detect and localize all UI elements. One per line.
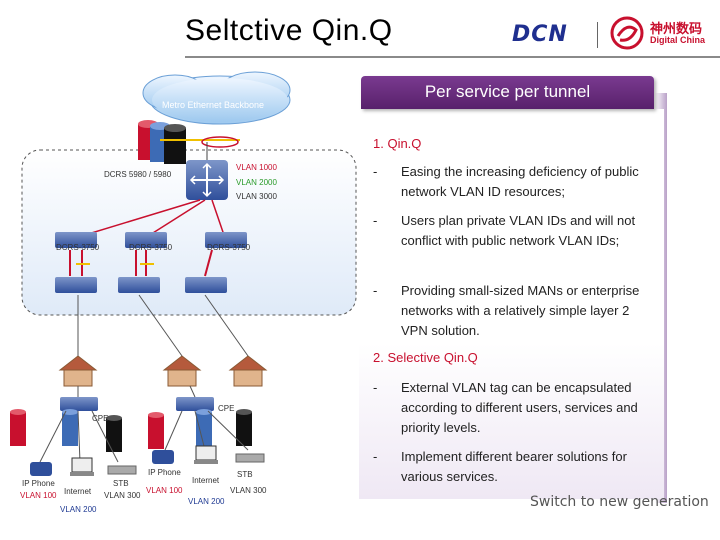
network-diagram xyxy=(10,71,357,476)
backbone-label: Metro Ethernet Backbone xyxy=(162,100,265,110)
edge-switch-icon xyxy=(55,277,227,293)
vlan-tag: VLAN 1000 xyxy=(236,163,277,172)
logo-separator xyxy=(597,22,598,48)
section2-bullet-1: External VLAN tag can be encapsulated ac… xyxy=(401,380,638,435)
bullet-dash: - xyxy=(373,380,378,395)
dcn-logo-text: DCN xyxy=(512,22,568,47)
logo-english-text: Digital China xyxy=(650,35,706,45)
section1-heading: 1. Qin.Q xyxy=(373,136,422,151)
bullet-dash: - xyxy=(373,283,378,298)
ip-phone-icon xyxy=(30,450,174,476)
cpe-label: CPE xyxy=(92,414,109,423)
internet-label: Internet xyxy=(192,476,220,485)
panel-tab: Per service per tunnel xyxy=(361,76,654,109)
section1-bullet-2: Users plan private VLAN IDs and will not… xyxy=(401,213,636,248)
panel-tab-label: Per service per tunnel xyxy=(424,82,591,101)
section1-bullet-1: Easing the increasing deficiency of publ… xyxy=(401,164,639,199)
tunnel-cylinders xyxy=(138,120,186,164)
access-switch-label: DCRS-3750 xyxy=(129,243,173,252)
core-switch-label: DCRS 5980 / 5980 xyxy=(104,170,172,179)
cpe-label: CPE xyxy=(218,404,235,413)
ip-phone-label: IP Phone xyxy=(148,468,181,477)
stb-icon xyxy=(107,453,265,475)
digital-china-logo-icon xyxy=(610,16,644,50)
stb-label: STB xyxy=(113,479,129,488)
vlan300-label: VLAN 300 xyxy=(230,486,267,495)
internet-label: Internet xyxy=(64,487,92,496)
access-switch-icon xyxy=(55,232,247,248)
vlan300-label: VLAN 300 xyxy=(104,491,141,500)
section2-heading: 2. Selective Qin.Q xyxy=(373,350,478,365)
page-title: Seltctive Qin.Q xyxy=(185,14,393,47)
vlan100-label: VLAN 100 xyxy=(146,486,183,495)
house-icon xyxy=(58,355,268,387)
section2-bullet-2: Implement different bearer solutions for… xyxy=(401,449,627,484)
ip-phone-label: IP Phone xyxy=(22,479,55,488)
vlan200-label: VLAN 200 xyxy=(60,505,97,514)
computer-icon xyxy=(70,445,218,476)
core-switch-icon xyxy=(186,160,228,200)
bullet-dash: - xyxy=(373,213,378,228)
bullet-dash: - xyxy=(373,164,378,179)
access-switch-label: DCRS-3750 xyxy=(207,243,251,252)
content-panel xyxy=(359,109,664,499)
access-switch-label: DCRS-3750 xyxy=(56,243,100,252)
title-underline xyxy=(185,56,720,58)
logo-chinese-text: 神州数码 xyxy=(650,22,703,37)
vlan-tag: VLAN 2000 xyxy=(236,178,277,187)
stb-label: STB xyxy=(237,470,253,479)
vlan100-label: VLAN 100 xyxy=(20,491,57,500)
footer-slogan: Switch to new generation xyxy=(530,494,709,510)
vlan200-label: VLAN 200 xyxy=(188,497,225,506)
bullet-dash: - xyxy=(373,449,378,464)
cpe-switch-icon xyxy=(60,397,214,411)
metro-backbone-cloud xyxy=(142,71,291,125)
section1-bullet-3: Providing small-sized MANs or enterprise… xyxy=(401,283,640,338)
metro-area-boundary xyxy=(21,149,357,316)
service-cylinders xyxy=(10,409,252,452)
vlan-tag: VLAN 3000 xyxy=(236,192,277,201)
